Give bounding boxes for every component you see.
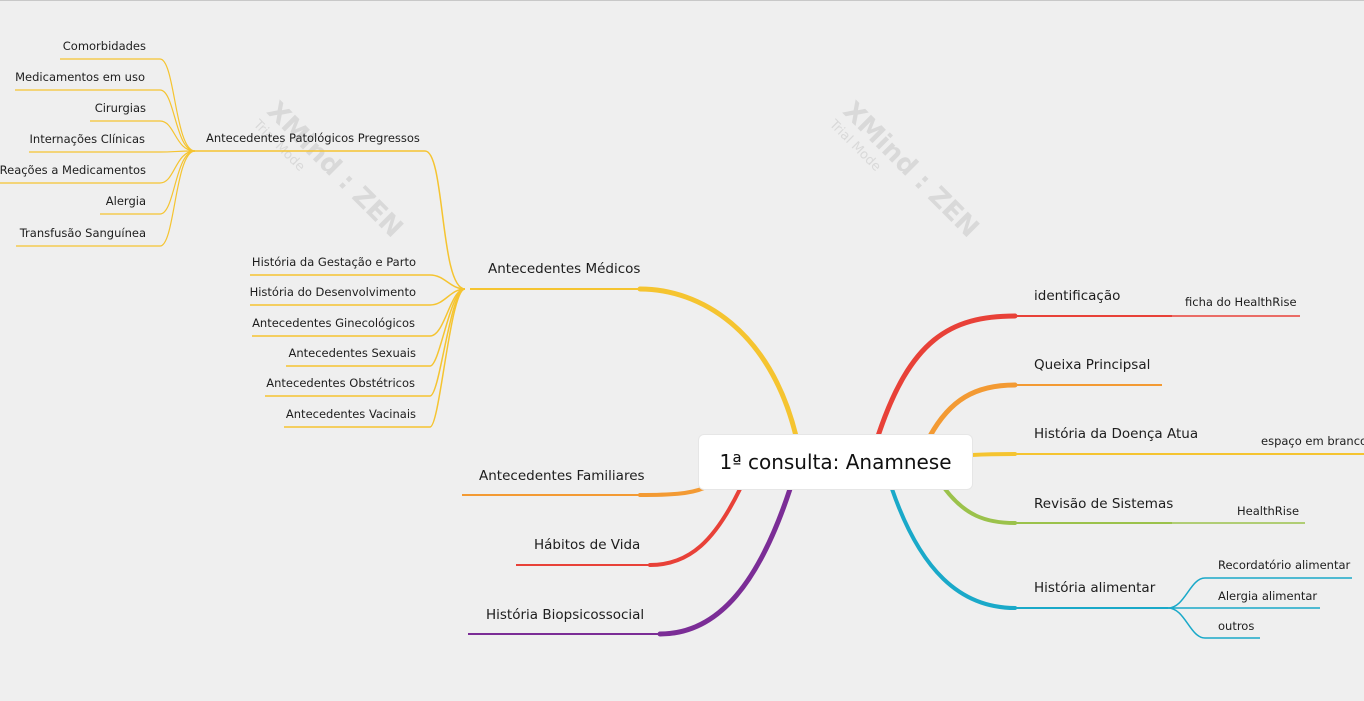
topic-historia-alimentar[interactable]: História alimentar [1034,580,1156,596]
subtopic-recordatorio-alimentar[interactable]: Recordatório alimentar [1218,558,1351,572]
subtopic-outros[interactable]: outros [1218,619,1255,633]
subtopic-healthrise[interactable]: HealthRise [1237,504,1300,518]
topic-habitos-de-vida[interactable]: Hábitos de Vida [534,537,641,553]
subtopic-medicamentos-em-uso[interactable]: Medicamentos em uso [15,70,145,84]
subtopic-ginecologicos[interactable]: Antecedentes Ginecológicos [252,316,415,330]
subtopic-gestacao-parto[interactable]: História da Gestação e Parto [251,255,416,269]
subtopic-antecedentes-patologicos[interactable]: Antecedentes Patológicos Pregressos [206,131,420,145]
topic-antecedentes-familiares[interactable]: Antecedentes Familiares [479,468,645,484]
topic-antecedentes-medicos[interactable]: Antecedentes Médicos [488,261,641,277]
subtopic-reacoes-medicamentos[interactable]: Reações a Medicamentos [0,163,146,177]
subtopic-sexuais[interactable]: Antecedentes Sexuais [288,346,416,360]
subtopic-ficha-healthrise[interactable]: ficha do HealthRise [1185,295,1297,309]
topic-historia-doenca-atual[interactable]: História da Doença Atua [1034,426,1199,442]
topic-identificacao[interactable]: identificação [1034,288,1121,304]
subtopic-internacoes-clinicas[interactable]: Internações Clínicas [29,132,145,146]
subtopic-comorbidades[interactable]: Comorbidades [62,39,146,53]
subtopic-desenvolvimento[interactable]: História do Desenvolvimento [249,285,416,299]
subtopic-cirurgias[interactable]: Cirurgias [94,101,146,115]
subtopic-alergia[interactable]: Alergia [105,194,146,208]
subtopic-obstetricos[interactable]: Antecedentes Obstétricos [266,376,415,390]
subtopic-espaco-em-branco[interactable]: espaço em branco [1261,434,1364,448]
topic-historia-biopsicossocial[interactable]: História Biopsicossocial [486,607,645,623]
top-border [0,0,1364,1]
subtopic-vacinais[interactable]: Antecedentes Vacinais [285,407,416,421]
subtopic-alergia-alimentar[interactable]: Alergia alimentar [1218,589,1318,603]
topic-revisao-sistemas[interactable]: Revisão de Sistemas [1034,496,1174,512]
subtopic-transfusao-sanguinea[interactable]: Transfusão Sanguínea [19,226,146,240]
central-topic[interactable]: 1ª consulta: Anamnese [699,435,972,489]
topic-queixa-principal[interactable]: Queixa Principsal [1034,357,1151,373]
